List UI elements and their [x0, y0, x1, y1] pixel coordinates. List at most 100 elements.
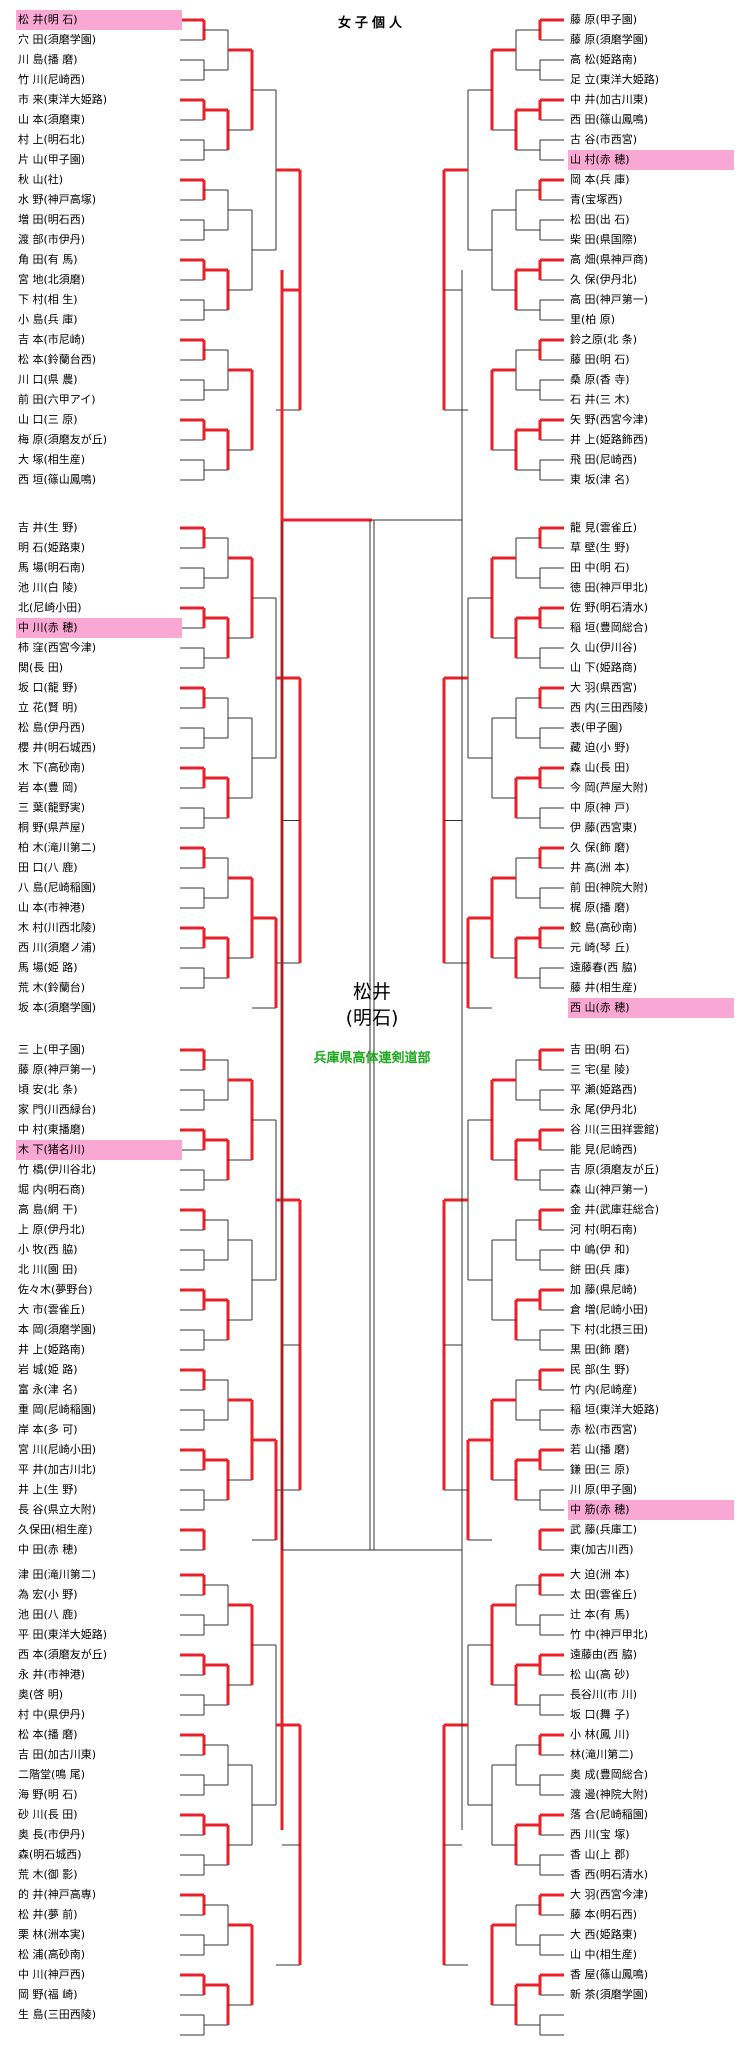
- left-entry: 川 島(播 磨): [18, 53, 78, 66]
- left-entry: 家 門(川西緑台): [18, 1103, 97, 1116]
- left-entry: 海 野(明 石): [18, 1788, 78, 1801]
- left-entry: 増 田(明石西): [18, 213, 86, 226]
- right-entry: 藤 井(相生産): [570, 981, 638, 994]
- right-entry: 高 松(姫路南): [570, 53, 638, 66]
- left-entry: 小 島(兵 庫): [18, 313, 78, 326]
- left-entry: 平 井(加古川北): [18, 1463, 97, 1476]
- right-entry: 下 村(北摂三田): [570, 1323, 649, 1336]
- right-entry: 古 谷(市西宮): [570, 133, 638, 146]
- right-entry: 大 羽(県西宮): [570, 681, 638, 694]
- right-entry: 倉 増(尼崎小田): [570, 1303, 649, 1316]
- left-entry: 坂 本(須磨学園): [18, 1001, 97, 1014]
- right-entry: 餅 田(兵 庫): [570, 1263, 630, 1276]
- right-entry: 鎌 田(三 原): [570, 1463, 630, 1476]
- left-entry: 本 岡(須磨学園): [18, 1323, 97, 1336]
- left-entry: 奥 長(市伊丹): [18, 1828, 86, 1841]
- right-entry: 藤 原(須磨学園): [570, 33, 649, 46]
- right-entry: 井 上(姫路飾西): [570, 433, 649, 446]
- left-entry: 梅 原(須磨友が丘): [18, 433, 108, 446]
- left-entry: 荒 木(御 影): [18, 1868, 78, 1881]
- left-entry: 砂 川(長 田): [18, 1808, 78, 1821]
- right-entry: 石 井(三 木): [570, 393, 630, 406]
- right-entry: 若 山(播 磨): [570, 1443, 630, 1456]
- right-entry: 大 西(姫路東): [570, 1928, 638, 1941]
- left-entry: 角 田(有 馬): [18, 253, 78, 266]
- left-entry: 桐 野(県芦屋): [18, 821, 86, 834]
- right-entry: 新 茶(須磨学園): [570, 1988, 649, 2001]
- left-entry: 山 本(市神港): [18, 901, 86, 914]
- left-entry: 木 下(高砂南): [18, 761, 86, 774]
- left-entry: 馬 場(明石南): [18, 561, 86, 574]
- left-entry: 井 上(生 野): [18, 1483, 78, 1496]
- right-entry: 稲 垣(豊岡総合): [570, 621, 649, 634]
- right-entry: 桑 原(香 寺): [570, 373, 630, 386]
- right-entry: 飛 田(尼崎西): [570, 453, 638, 466]
- right-entry: 香 山(上 郡): [570, 1848, 630, 1861]
- right-entry: 井 高(洲 本): [570, 861, 630, 874]
- right-entry: 松 田(出 石): [570, 213, 630, 226]
- right-entry: 今 岡(芦屋大附): [570, 781, 649, 794]
- right-entry: 能 見(尼崎西): [570, 1143, 638, 1156]
- left-entry: 松 島(伊丹西): [18, 721, 86, 734]
- right-entry: 久 山(伊川谷): [570, 641, 638, 654]
- left-entry: 栗 林(洲本実): [18, 1928, 86, 1941]
- right-entry: 長谷川(市 川): [570, 1688, 638, 1701]
- left-entry: 岩 本(豊 岡): [18, 781, 78, 794]
- right-entry: 渡 邊(神院大附): [570, 1788, 649, 1801]
- left-entry: 高 島(網 干): [18, 1203, 78, 1216]
- left-entry: 永 井(市神港): [18, 1668, 86, 1681]
- right-entry: 表(甲子園): [570, 721, 623, 734]
- right-entry: 森 山(長 田): [570, 761, 630, 774]
- left-entry: 明 石(姫路東): [18, 541, 86, 554]
- right-entry: 稲 垣(東洋大姫路): [570, 1403, 660, 1416]
- right-entry: 川 原(甲子園): [570, 1483, 638, 1496]
- right-entry: 西 田(篠山鳳鳴): [570, 113, 649, 126]
- left-entry: 中 村(東播磨): [18, 1123, 86, 1136]
- right-entry: 河 村(明石南): [570, 1223, 638, 1236]
- right-entry: 竹 内(尼崎産): [570, 1383, 638, 1396]
- right-entry: 竹 中(神戸甲北): [570, 1628, 649, 1641]
- left-entry: 的 井(神戸高専): [18, 1888, 97, 1901]
- right-entry: 柴 田(県国際): [570, 233, 638, 246]
- right-entry: 久 保(伊丹北): [570, 273, 638, 286]
- left-entry: 市 来(東洋大姫路): [18, 93, 108, 106]
- left-entry: 田 口(八 鹿): [18, 861, 78, 874]
- left-entry: 生 島(三田西陵): [18, 2008, 97, 2021]
- right-entry: 遠藤春(西 脇): [570, 961, 638, 974]
- left-entry: 八 島(尼崎稲園): [18, 881, 97, 894]
- right-entry: 大 羽(西宮今津): [570, 1888, 649, 1901]
- left-entry: 秋 山(社): [18, 173, 64, 186]
- right-entry: 岡 本(兵 庫): [570, 173, 630, 186]
- right-entry: 山 村(赤 穂): [568, 150, 734, 170]
- right-entry: 武 藤(兵庫工): [570, 1523, 638, 1536]
- left-entry: 吉 田(加古川東): [18, 1748, 97, 1761]
- right-entry: 青(宝塚西): [570, 193, 623, 206]
- right-entry: 藏 迫(小 野): [570, 741, 630, 754]
- left-entry: 村 上(明石北): [18, 133, 86, 146]
- left-entry: 三 上(甲子園): [18, 1043, 86, 1056]
- right-entry: 民 部(生 野): [570, 1363, 630, 1376]
- right-entry: 徳 田(神戸甲北): [570, 581, 649, 594]
- right-entry: 草 壁(生 野): [570, 541, 630, 554]
- right-entry: 黒 田(飾 磨): [570, 1343, 630, 1356]
- left-entry: 北(尼崎小田): [18, 601, 82, 614]
- left-entry: 柏 木(滝川第二): [18, 841, 97, 854]
- right-entry: 元 崎(琴 丘): [570, 941, 630, 954]
- right-entry: 足 立(東洋大姫路): [570, 73, 660, 86]
- left-entry: 松 浦(高砂南): [18, 1948, 86, 1961]
- left-entry: 関(長 田): [18, 661, 64, 674]
- left-entry: 長 谷(県立大附): [18, 1503, 97, 1516]
- left-entry: 大 塚(相生産): [18, 453, 86, 466]
- left-entry: 池 田(八 鹿): [18, 1608, 78, 1621]
- right-entry: 奥 成(豊岡総合): [570, 1768, 649, 1781]
- left-entry: 西 川(須磨ノ浦): [18, 941, 97, 954]
- left-entry: 坂 口(龍 野): [18, 681, 78, 694]
- left-entry: 重 岡(尼崎稲園): [18, 1403, 97, 1416]
- left-entry: 竹 川(尼崎西): [18, 73, 86, 86]
- left-entry: 佐々木(夢野台): [18, 1283, 93, 1296]
- left-entry: 竹 橋(伊川谷北): [18, 1163, 97, 1176]
- left-entry: 頃 安(北 条): [18, 1083, 78, 1096]
- left-entry: 奥(啓 明): [18, 1688, 64, 1701]
- left-entry: 松 本(鈴蘭台西): [18, 353, 97, 366]
